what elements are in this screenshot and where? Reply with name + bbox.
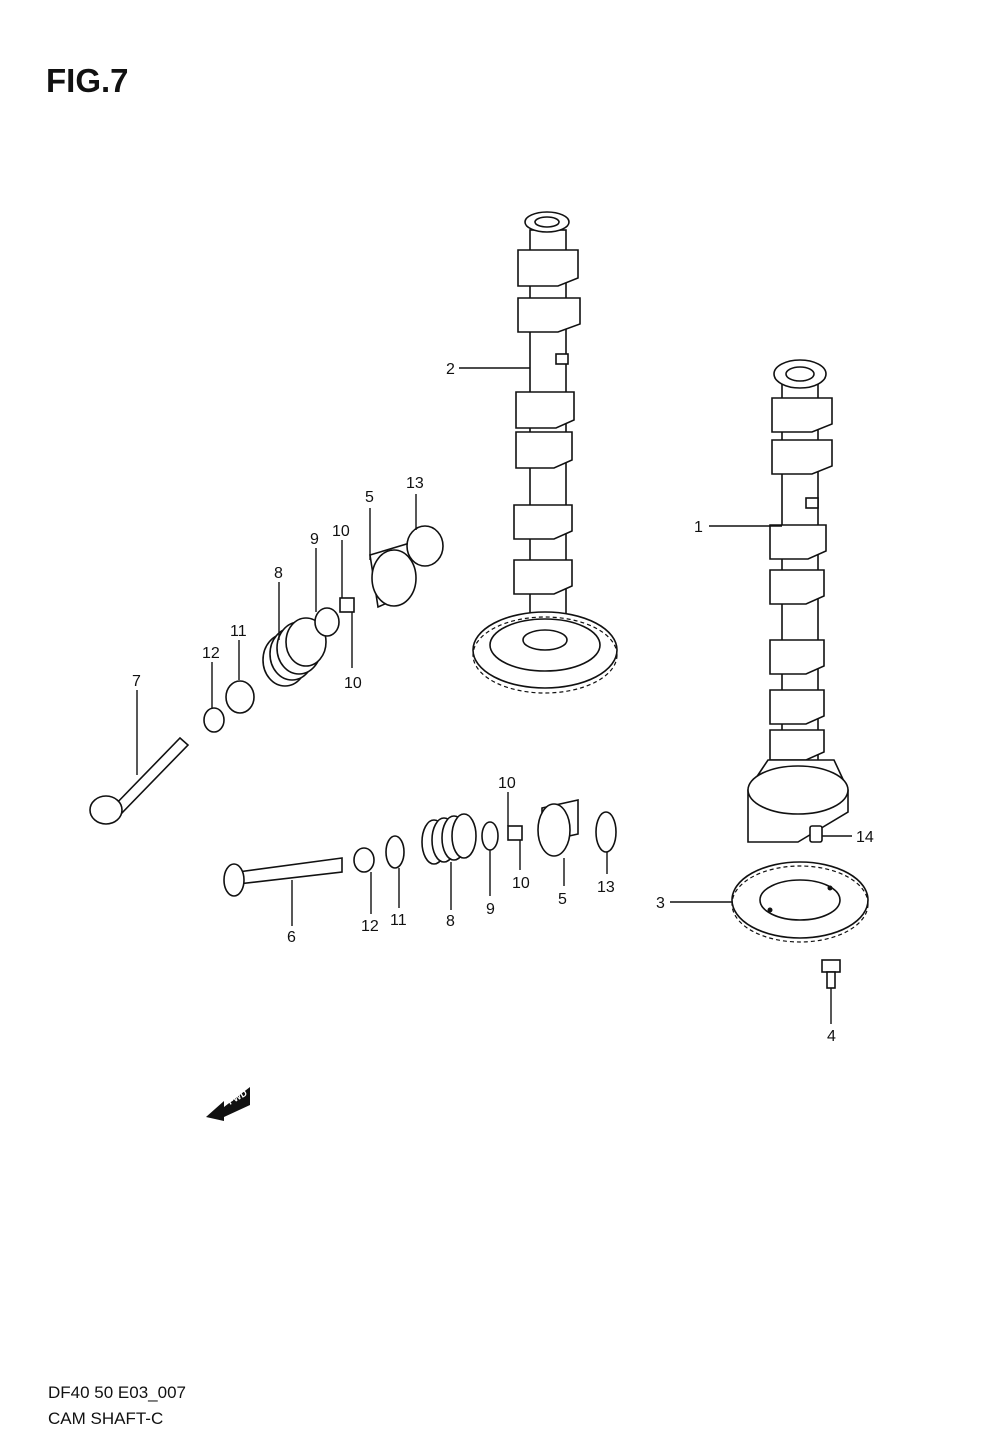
callout-11-upper: 11 xyxy=(230,623,247,640)
callout-3: 3 xyxy=(656,895,665,912)
callout-5-upper: 5 xyxy=(365,489,374,506)
figure-title: FIG.7 xyxy=(46,62,129,99)
cotter-10-lower xyxy=(507,825,523,841)
callout-4: 4 xyxy=(827,1028,836,1045)
callout-7: 7 xyxy=(132,673,141,690)
fwd-arrow: FWD xyxy=(206,1087,250,1121)
callout-labels: 2 1 13 5 10 9 8 11 12 10 7 10 10 5 13 9 … xyxy=(132,361,874,1045)
callout-13-lower: 13 xyxy=(597,879,615,896)
callout-10-upper-b: 10 xyxy=(344,675,362,692)
shim-13-upper xyxy=(406,525,444,567)
valve-7 xyxy=(89,736,190,825)
callout-14: 14 xyxy=(856,829,874,846)
footer-diagram-code: DF40 50 E03_007 xyxy=(48,1383,186,1402)
cotter-10-upper xyxy=(339,597,355,613)
spring-8-lower xyxy=(421,813,477,865)
callout-2: 2 xyxy=(446,361,455,378)
callout-10-lower-b: 10 xyxy=(512,875,530,892)
cotter-12-lower xyxy=(353,847,375,873)
callout-10-lower-a: 10 xyxy=(498,775,516,792)
callout-11-lower: 11 xyxy=(390,912,407,929)
leader-lines xyxy=(136,367,852,1024)
camshaft-2-sprocket xyxy=(472,611,618,694)
retainer-9 xyxy=(314,607,340,637)
callout-10-upper: 10 xyxy=(332,523,350,540)
callout-12-lower: 12 xyxy=(361,918,379,935)
valve-train-upper xyxy=(89,525,444,825)
spring-8 xyxy=(262,617,327,687)
shim-13-lower xyxy=(595,811,617,853)
pin-14 xyxy=(809,825,823,843)
retainer-9-lower xyxy=(481,821,499,851)
callout-9-upper: 9 xyxy=(310,531,319,548)
callout-5-lower: 5 xyxy=(558,891,567,908)
callout-13-upper: 13 xyxy=(406,475,424,492)
callout-12-upper: 12 xyxy=(202,645,220,662)
callout-1: 1 xyxy=(694,519,703,536)
bolt-4 xyxy=(821,959,841,989)
callout-8-upper: 8 xyxy=(274,565,283,582)
camshaft-2 xyxy=(472,211,618,694)
seal-11 xyxy=(225,680,255,714)
seal-11-lower xyxy=(385,835,405,869)
valve-6 xyxy=(223,857,343,897)
valve-train-lower xyxy=(223,799,617,897)
footer-diagram-name: CAM SHAFT-C xyxy=(48,1409,164,1428)
camshaft-1 xyxy=(747,359,849,843)
callout-9-lower: 9 xyxy=(486,901,495,918)
callout-6: 6 xyxy=(287,929,296,946)
callout-8-lower: 8 xyxy=(446,913,455,930)
sprocket-3 xyxy=(731,861,869,943)
cotter-12 xyxy=(203,707,225,733)
